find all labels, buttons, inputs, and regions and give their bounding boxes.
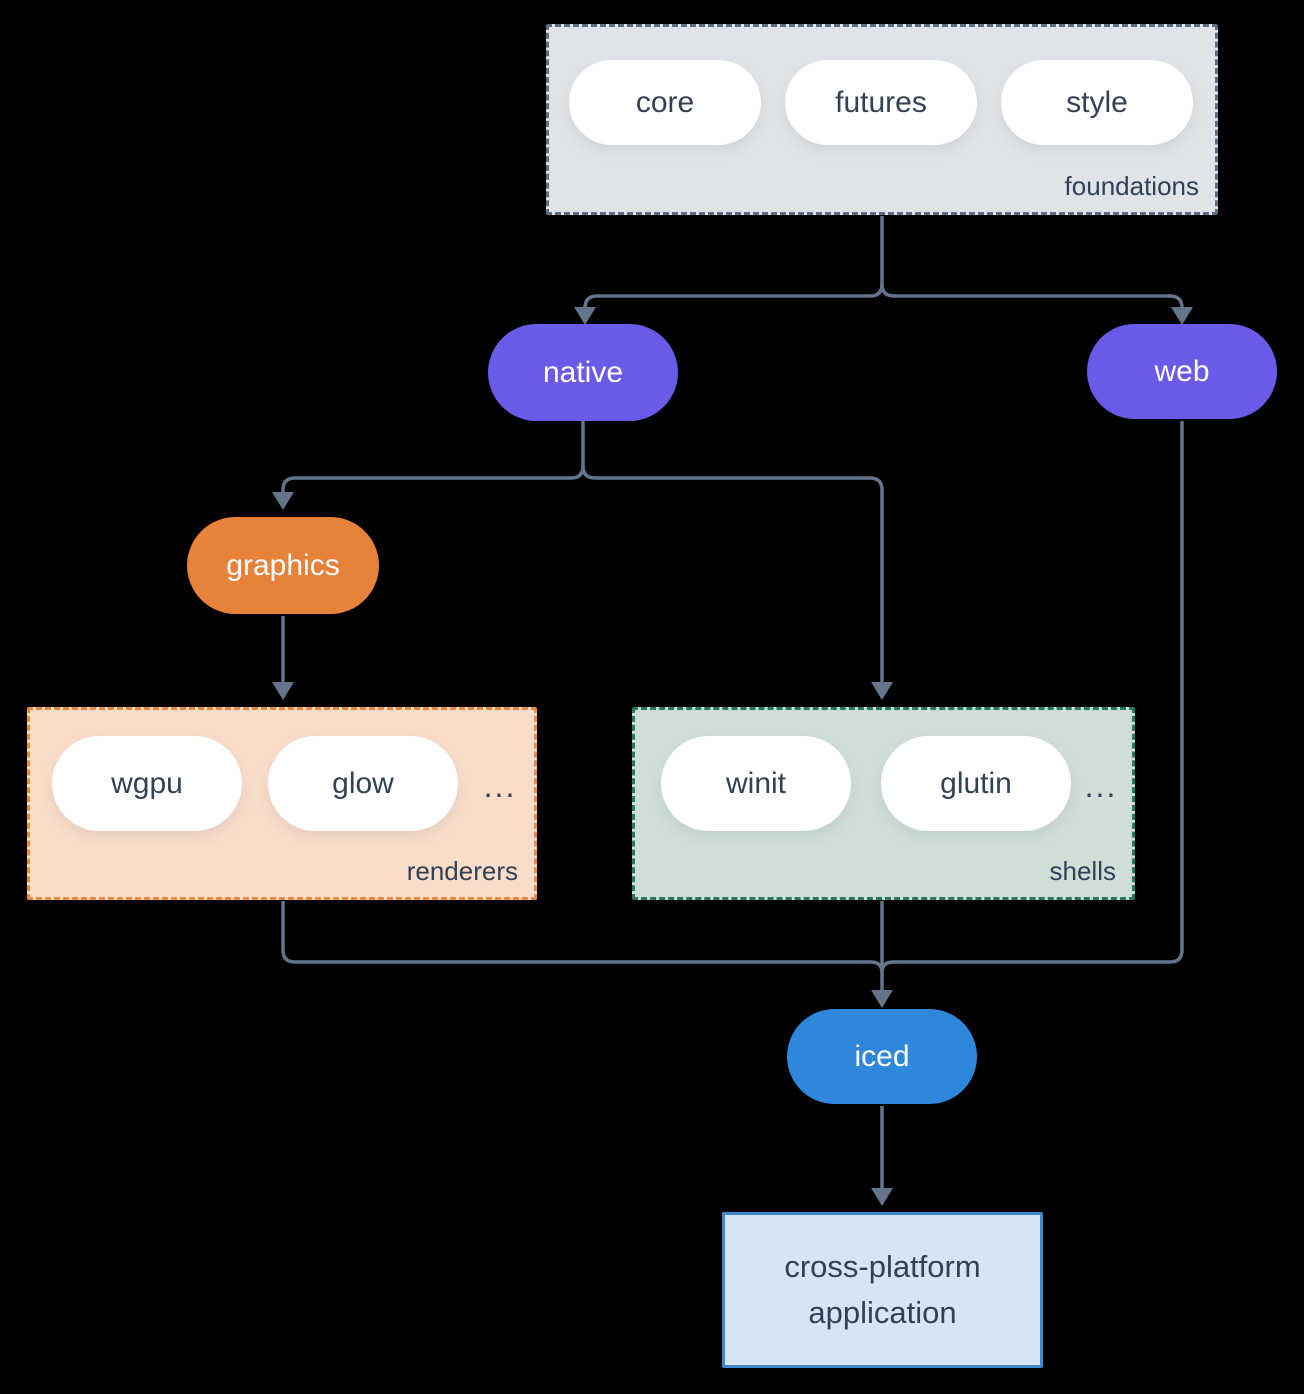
connector-foundations-native	[583, 216, 884, 312]
node-glow: glow	[268, 736, 458, 831]
node-graphics-label: graphics	[226, 548, 340, 582]
node-glow-label: glow	[332, 766, 394, 800]
node-futures-label: futures	[835, 85, 927, 119]
arrowhead-graphics	[272, 492, 294, 510]
app-label-line1: cross-platform	[784, 1249, 981, 1284]
node-native-label: native	[542, 355, 624, 389]
connector-native-shells	[581, 465, 884, 686]
node-wgpu-label: wgpu	[111, 766, 183, 800]
node-graphics: graphics	[187, 517, 379, 614]
node-wgpu: wgpu	[52, 736, 242, 831]
app-label-line2: application	[808, 1295, 957, 1330]
arrowhead-iced	[871, 990, 893, 1008]
group-shells-label: shells	[1049, 856, 1116, 886]
group-foundations: core futures style foundations	[546, 24, 1218, 215]
node-core-label: core	[635, 85, 695, 119]
node-style-label: style	[1066, 85, 1128, 119]
node-futures: futures	[785, 60, 977, 145]
node-cross-platform-application: cross-platform application	[722, 1212, 1043, 1368]
arrowhead-renderers	[272, 682, 294, 700]
arrowhead-native	[574, 307, 596, 325]
group-renderers: wgpu glow ... renderers	[27, 707, 537, 900]
node-winit: winit	[661, 736, 851, 831]
node-glutin-label: glutin	[940, 766, 1012, 800]
node-iced-label: iced	[854, 1039, 910, 1073]
shells-ellipsis: ...	[1084, 768, 1118, 804]
node-web-label: web	[1154, 354, 1210, 388]
arrowhead-shells	[871, 682, 893, 700]
group-shells: winit glutin ... shells	[632, 707, 1135, 900]
group-foundations-label: foundations	[1064, 171, 1199, 201]
node-native: native	[488, 324, 678, 421]
node-style: style	[1001, 60, 1193, 145]
node-glutin: glutin	[881, 736, 1071, 831]
connector-native-graphics	[281, 421, 585, 496]
node-web: web	[1087, 324, 1277, 419]
renderers-ellipsis: ...	[483, 768, 517, 804]
arrowhead-web	[1171, 307, 1193, 325]
arrowhead-application	[871, 1188, 893, 1206]
connector-renderers-iced	[281, 901, 884, 973]
connector-foundations-web	[880, 283, 1184, 312]
node-winit-label: winit	[725, 766, 786, 800]
node-core: core	[569, 60, 761, 145]
group-renderers-label: renderers	[406, 856, 518, 886]
node-iced: iced	[787, 1009, 977, 1104]
